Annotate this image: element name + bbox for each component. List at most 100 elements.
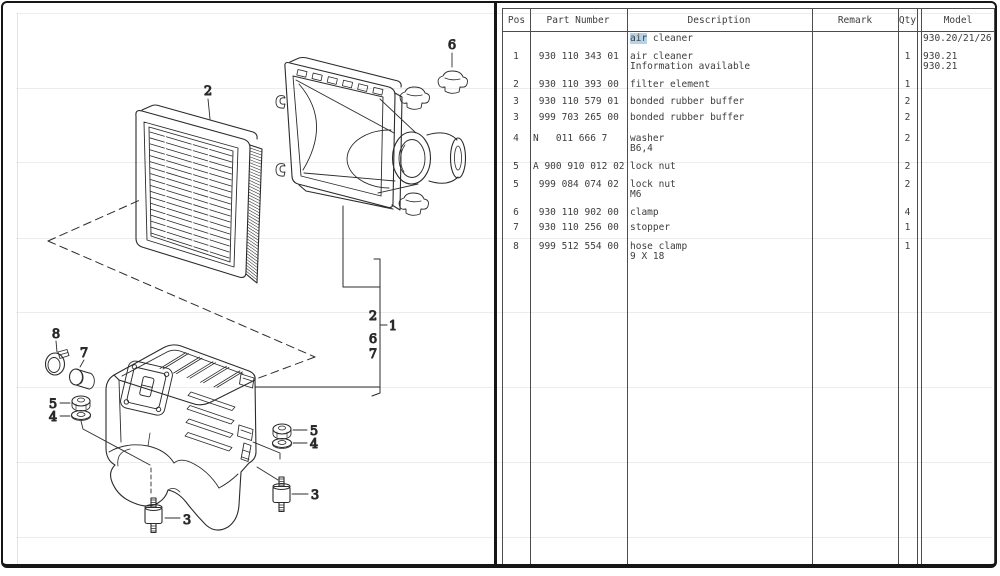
parts-table: Pos Part Number Description Remark Qty M…: [502, 8, 995, 566]
scan-line: [16, 537, 992, 538]
leader-flange-to-buffer: [256, 466, 279, 481]
header-description: Description: [687, 15, 751, 26]
leader-right-to-flange: [252, 441, 281, 460]
cell-description: air cleaner: [630, 33, 693, 44]
leader-7: [79, 359, 85, 368]
cell-qty: 2: [904, 179, 911, 190]
cell-qty: 2: [904, 133, 911, 144]
column-divider: [627, 9, 628, 566]
cell-qty: 1: [904, 222, 911, 233]
cell-part-number: 930 110 343 01: [533, 51, 619, 62]
search-highlight: air: [630, 33, 648, 44]
callout-5-right[interactable]: 5: [309, 423, 318, 439]
header-qty: Qty: [898, 15, 917, 26]
callout-2-filter[interactable]: 2: [203, 83, 212, 99]
rubber-buffer-right-icon: [272, 476, 291, 513]
cell-model: 930.20/21/26: [923, 33, 992, 44]
cell-description: bonded rubber buffer: [630, 112, 745, 123]
callout-3-left[interactable]: 3: [182, 512, 191, 528]
column-divider: [917, 9, 918, 566]
header-remark: Remark: [837, 15, 873, 26]
cell-part-number: A 900 910 012 02: [533, 161, 625, 172]
cell-pos: 3: [513, 96, 519, 107]
air-cleaner-top-drawing: [275, 56, 467, 216]
bracket-item-7[interactable]: 7: [368, 346, 377, 362]
scan-line: [16, 312, 992, 313]
cell-part-number: 930 110 902 00: [533, 207, 619, 218]
cell-description: lock nut: [630, 161, 676, 172]
cell-part-number: 999 084 074 02: [533, 179, 619, 190]
cell-part-number: 999 512 554 00: [533, 241, 619, 252]
washer-left-icon: [70, 409, 92, 421]
header-separator: [503, 31, 994, 32]
cell-pos: 2: [513, 79, 519, 90]
bracket-item-2[interactable]: 2: [368, 308, 377, 324]
air-cleaner-bottom-drawing: [105, 344, 257, 531]
cell-part-number: 930 110 393 00: [533, 79, 619, 90]
cell-description: lock nut M6: [630, 179, 676, 200]
cell-qty: 1: [904, 241, 911, 252]
cell-qty: 2: [904, 161, 911, 172]
cell-model: 930.21 930.21: [923, 51, 958, 72]
lock-nut-left-icon: [71, 395, 91, 412]
cell-part-number: 999 703 265 00: [533, 112, 619, 123]
column-divider: [812, 9, 813, 566]
cell-description: washer B6,4: [630, 133, 665, 154]
cell-part-number: 930 110 579 01: [533, 96, 619, 107]
callout-7-stopper[interactable]: 7: [79, 345, 88, 361]
cell-qty: 1: [904, 51, 911, 62]
stopper-icon: [68, 368, 95, 390]
cell-pos: 3: [513, 112, 519, 123]
cell-pos: 8: [513, 241, 519, 252]
cell-qty: 4: [904, 207, 911, 218]
cell-pos: 4: [513, 133, 519, 144]
exploded-diagram: 2 6 7 1 2: [44, 37, 468, 534]
cell-qty: 2: [904, 96, 911, 107]
callout-4-right[interactable]: 4: [309, 436, 318, 452]
cell-description: stopper: [630, 222, 671, 233]
panel-divider: [494, 3, 497, 565]
callout-8-hose-clamp[interactable]: 8: [51, 326, 60, 342]
cell-qty: 1: [904, 79, 911, 90]
callout-6-clamp[interactable]: 6: [447, 37, 456, 53]
scan-line: [16, 462, 992, 463]
cell-description: air cleaner Information available: [630, 51, 751, 72]
leader-2: [207, 98, 211, 120]
clamp-icon: [437, 70, 468, 94]
cell-pos: 6: [513, 207, 519, 218]
leader-8: [55, 340, 58, 353]
column-divider: [530, 9, 531, 566]
bracket-item-6[interactable]: 6: [368, 331, 377, 347]
projection-dashed-lines: [47, 199, 316, 380]
scan-line: [17, 13, 18, 565]
callout-4-left[interactable]: 4: [48, 409, 57, 425]
header-part-number: Part Number: [546, 15, 610, 26]
filter-element-drawing: [135, 104, 263, 284]
cell-pos: 5: [513, 161, 519, 172]
rubber-buffer-left-icon: [144, 497, 163, 534]
hose-clamp-icon: [44, 349, 70, 376]
scan-line: [16, 387, 992, 388]
column-divider: [898, 9, 899, 566]
cell-pos: 5: [513, 179, 519, 190]
cell-pos: 1: [513, 51, 519, 62]
callout-5-left[interactable]: 5: [48, 396, 57, 412]
column-divider: [920, 9, 922, 566]
scan-line: [16, 238, 992, 239]
header-model: Model: [943, 15, 973, 26]
header-pos: Pos: [507, 15, 526, 26]
cell-description: filter element: [630, 79, 711, 90]
cell-description: bonded rubber buffer: [630, 96, 745, 107]
cell-pos: 7: [513, 222, 519, 233]
bracket-ref-1[interactable]: 1: [388, 318, 397, 334]
cell-qty: 2: [904, 112, 911, 123]
washer-right-icon: [271, 437, 293, 449]
callout-3-right[interactable]: 3: [310, 487, 319, 503]
cell-part-number: 930 110 256 00: [533, 222, 619, 233]
scan-line: [16, 13, 992, 14]
cell-description: clamp: [630, 207, 659, 218]
cell-part-number: N 011 666 7: [533, 133, 608, 144]
cell-description: hose clamp 9 X 18: [630, 241, 688, 262]
